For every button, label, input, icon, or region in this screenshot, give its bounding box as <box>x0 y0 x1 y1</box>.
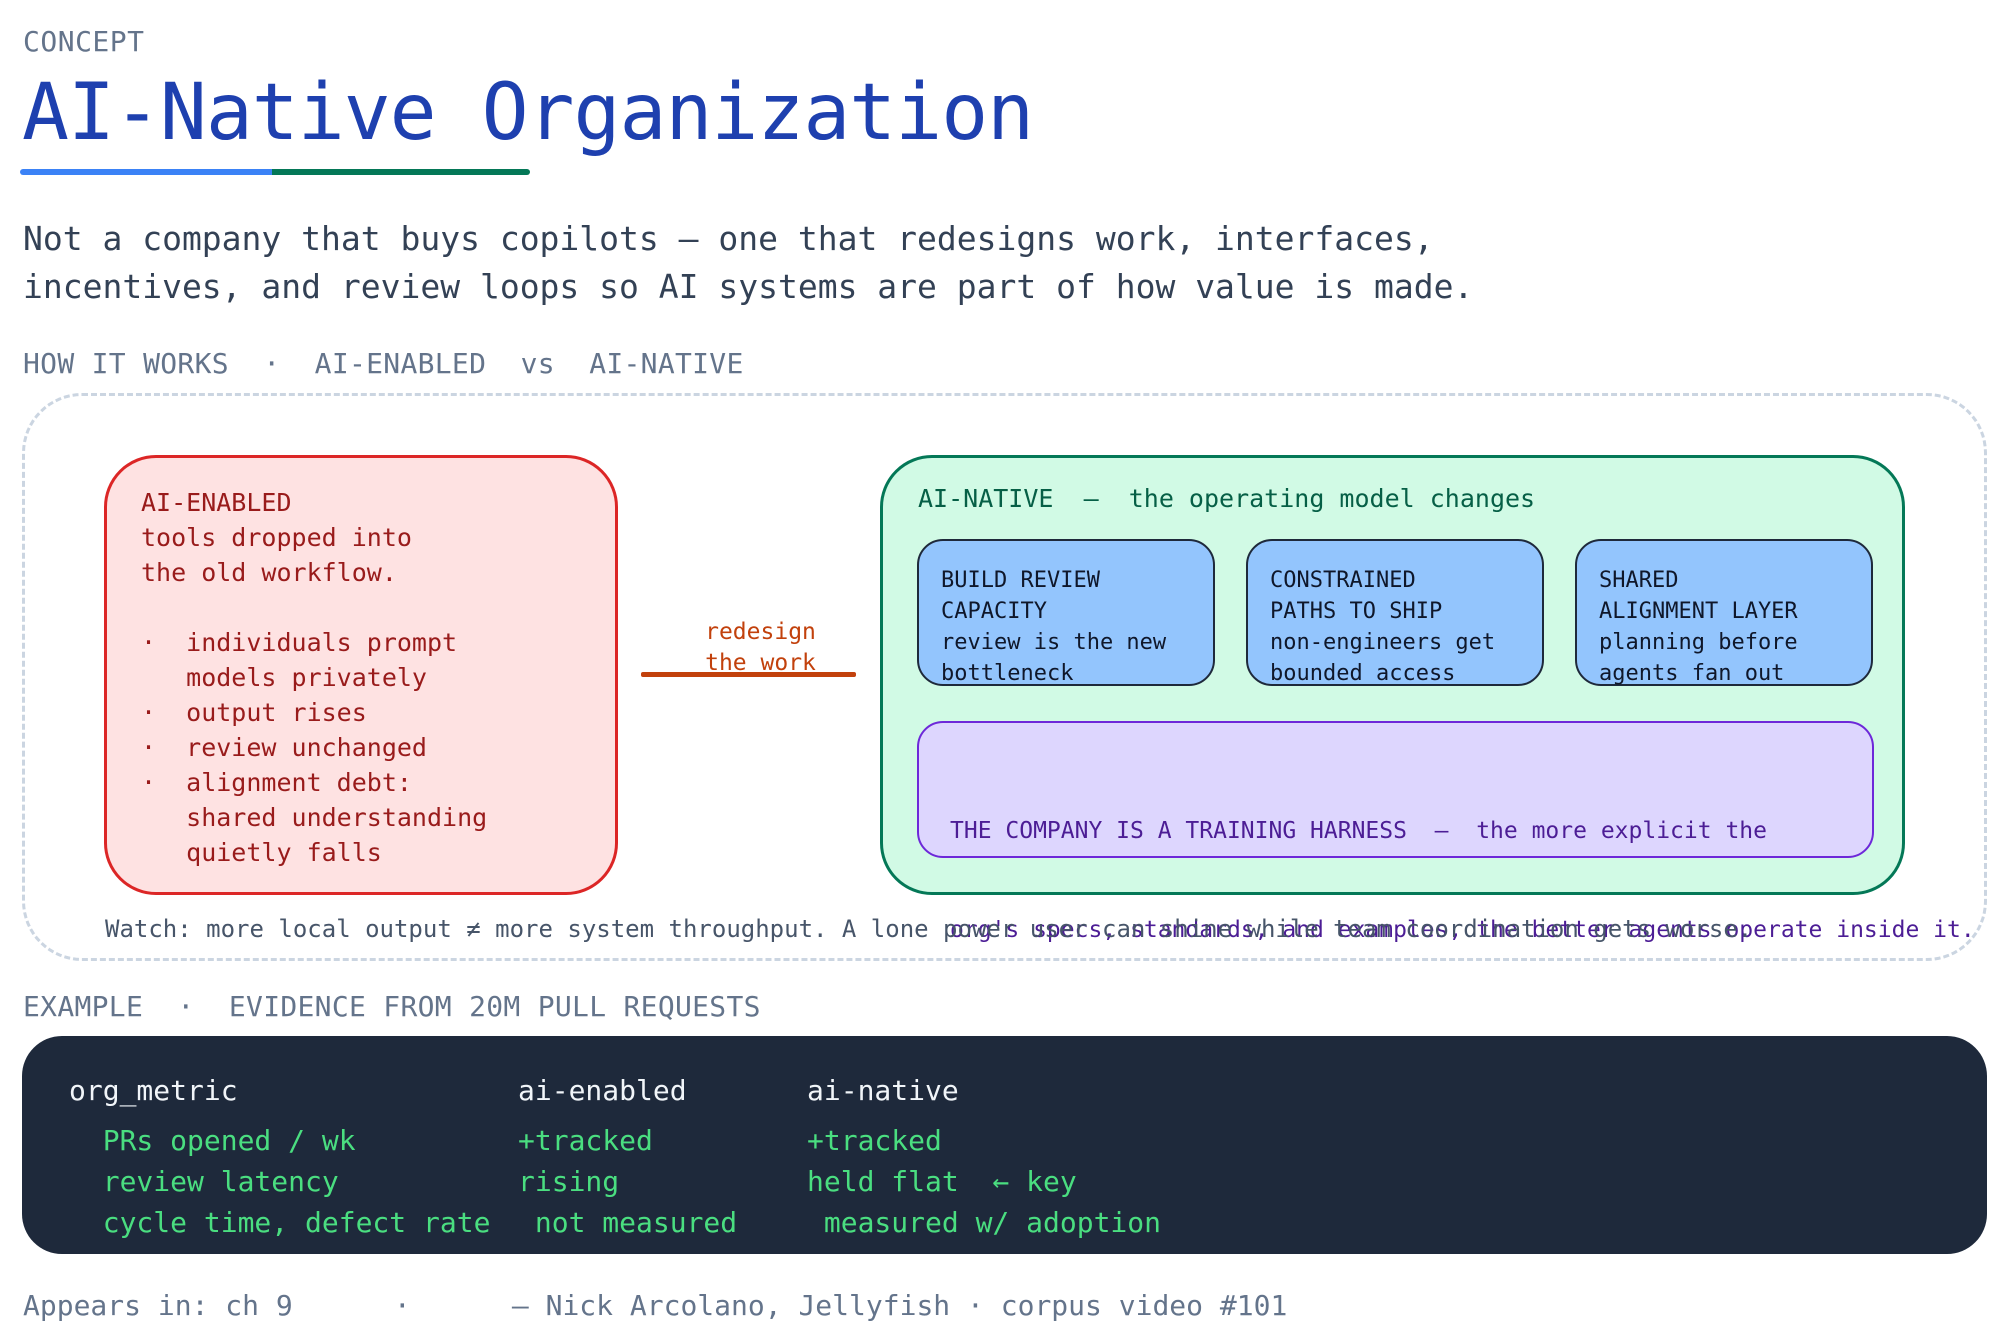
table-header-ai-enabled: ai-enabled <box>518 1074 687 1107</box>
lede-line: Not a company that buys copilots — one t… <box>23 219 1434 258</box>
table-cell: cycle time, defect rate <box>69 1206 491 1239</box>
table-cell: held flat ← key <box>807 1165 1077 1198</box>
lede-paragraph: Not a company that buys copilots — one t… <box>23 215 1583 311</box>
harness-line: org's specs, standards, and examples, th… <box>950 917 1975 943</box>
bullet-line: shared understanding <box>141 803 488 832</box>
card-line: planning before <box>1599 630 1798 655</box>
card-line: review is the new <box>941 630 1167 655</box>
ai-native-heading: AI-NATIVE — the operating model changes <box>918 484 1536 513</box>
transition-label: redesign the work <box>668 617 853 679</box>
card-line: PATHS TO SHIP <box>1270 599 1443 624</box>
card-line: agents fan out <box>1599 661 1785 686</box>
section-label-how-it-works: HOW IT WORKS · AI-ENABLED vs AI-NATIVE <box>23 347 744 380</box>
card-shared-alignment-layer: SHARED ALIGNMENT LAYER planning before a… <box>1575 539 1873 686</box>
card-line: BUILD REVIEW <box>941 568 1100 593</box>
transition-connector <box>641 672 856 677</box>
title-underline-green <box>272 169 530 175</box>
table-cell: +tracked <box>518 1124 653 1157</box>
bullet-line: · output rises <box>141 698 367 727</box>
title-underline-blue <box>20 169 272 175</box>
bullet-line: · review unchanged <box>141 733 427 762</box>
table-cell: +tracked <box>807 1124 942 1157</box>
lede-line: incentives, and review loops so AI syste… <box>23 267 1474 306</box>
card-build-review-capacity: BUILD REVIEW CAPACITY review is the new … <box>917 539 1215 686</box>
table-header-ai-native: ai-native <box>807 1074 959 1107</box>
card-line: bounded access <box>1270 661 1456 686</box>
ai-enabled-box <box>104 455 618 895</box>
training-harness-box <box>917 721 1874 858</box>
section-label-example: EXAMPLE · EVIDENCE FROM 20M PULL REQUEST… <box>23 990 761 1023</box>
card-line: ALIGNMENT LAYER <box>1599 599 1798 624</box>
bullet-line: models privately <box>141 663 427 692</box>
table-cell: rising <box>518 1165 620 1198</box>
eyebrow-label: CONCEPT <box>23 25 145 58</box>
card-line: CONSTRAINED <box>1270 568 1416 593</box>
bullet-line: quietly falls <box>141 838 382 867</box>
footer-attribution: Appears in: ch 9 · — Nick Arcolano, Jell… <box>23 1289 1288 1322</box>
table-cell: PRs opened / wk <box>69 1124 356 1157</box>
transition-label-line: redesign <box>705 619 816 645</box>
card-line: SHARED <box>1599 568 1679 593</box>
page-title: AI-Native Organization <box>22 68 1034 158</box>
bullet-line: · alignment debt: <box>141 768 412 797</box>
ai-enabled-bullets: · individuals prompt models privately · … <box>141 625 487 870</box>
card-line: CAPACITY <box>941 599 1047 624</box>
ai-enabled-heading: AI-ENABLED <box>141 488 292 517</box>
metrics-code-block <box>22 1036 1987 1254</box>
transition-label-line: the work <box>705 650 816 676</box>
ai-enabled-header: AI-ENABLED tools dropped into the old wo… <box>141 485 412 590</box>
card-line: non-engineers get <box>1270 630 1496 655</box>
card-line: bottleneck <box>941 661 1074 686</box>
ai-enabled-subtitle: tools dropped into <box>141 523 412 552</box>
ai-enabled-subtitle: the old workflow. <box>141 558 397 587</box>
bullet-line: · individuals prompt <box>141 628 458 657</box>
card-constrained-paths: CONSTRAINED PATHS TO SHIP non-engineers … <box>1246 539 1544 686</box>
watch-note: Watch: more local output ≠ more system t… <box>105 915 1753 943</box>
table-cell: not measured <box>518 1206 738 1239</box>
table-cell: measured w/ adoption <box>807 1206 1162 1239</box>
table-cell: review latency <box>69 1165 339 1198</box>
training-harness-text: THE COMPANY IS A TRAINING HARNESS — the … <box>950 749 1975 980</box>
comparison-frame <box>22 393 1987 961</box>
harness-line: THE COMPANY IS A TRAINING HARNESS — the … <box>950 818 1767 844</box>
table-header-org-metric: org_metric <box>69 1074 238 1107</box>
